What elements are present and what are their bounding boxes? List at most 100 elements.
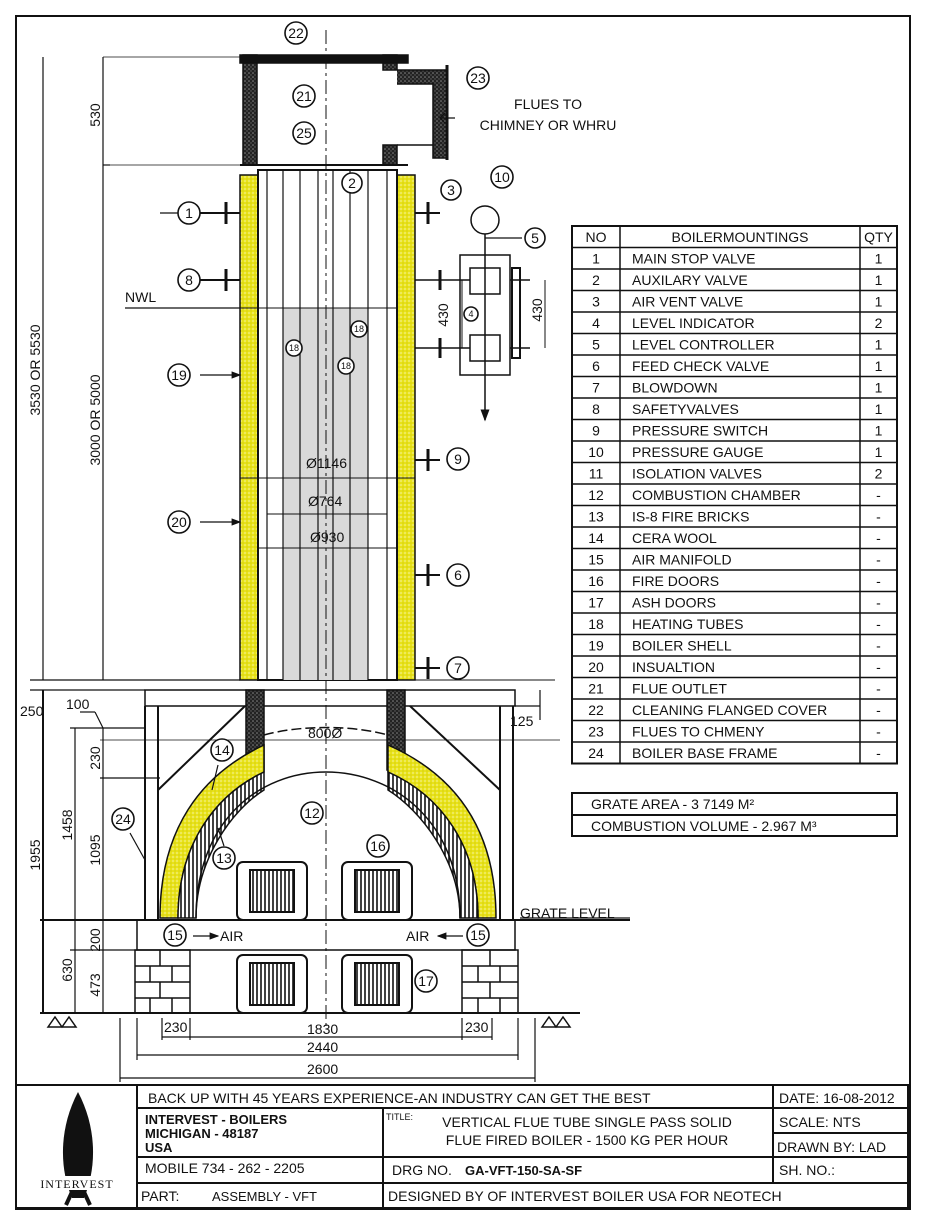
callout-10: 10 <box>490 165 514 189</box>
callout-8: 8 <box>177 268 201 292</box>
logo-text: INTERVEST <box>40 1177 113 1191</box>
row-number: 3 <box>592 294 600 310</box>
dimension-dim-230-top: 230 <box>87 746 103 770</box>
fire-door-left <box>236 861 308 921</box>
callout-18: 18 <box>285 339 303 357</box>
row-description: ISOLATION VALVES <box>632 466 762 482</box>
row-description: AUXILARY VALVE <box>632 272 748 288</box>
row-number: 17 <box>588 595 604 611</box>
callout-number: 15 <box>167 927 183 943</box>
callout-circle <box>163 923 187 947</box>
row-number: 6 <box>592 358 600 374</box>
callout-number: 7 <box>454 660 462 676</box>
title-block: INTERVEST <box>15 1084 909 1209</box>
row-qty: - <box>876 487 881 503</box>
callout-23: 23 <box>466 66 490 90</box>
callout-4: 4 <box>463 306 479 322</box>
row-description: CLEANING FLANGED COVER <box>632 702 827 718</box>
row-number: 4 <box>592 315 600 331</box>
callout-24: 24 <box>111 807 135 831</box>
fire-door-right <box>341 861 413 921</box>
row-qty: 1 <box>875 337 883 353</box>
row-description: PRESSURE SWITCH <box>632 423 768 439</box>
row-description: SAFETYVALVES <box>632 401 739 417</box>
row-qty: 2 <box>875 315 883 331</box>
valves-left <box>200 202 240 291</box>
row-description: BOILER SHELL <box>632 638 732 654</box>
callout-circle <box>350 320 368 338</box>
row-description: LEVEL INDICATOR <box>632 315 755 331</box>
dimension-bottom-230-left: 230 <box>164 1019 188 1035</box>
callout-number: 1 <box>185 205 193 221</box>
row-number: 14 <box>588 530 604 546</box>
dimension-dim-100: 100 <box>66 696 90 712</box>
row-number: 15 <box>588 552 604 568</box>
scale: SCALE: NTS <box>779 1114 861 1130</box>
cleaning-cover <box>239 54 409 64</box>
callout-1: 1 <box>177 201 201 225</box>
fire-bricks-right <box>387 770 479 919</box>
valves-right <box>415 202 440 679</box>
dimension-bottom-2440: 2440 <box>307 1039 338 1055</box>
part-label: PART: <box>141 1188 179 1204</box>
callout-number: 13 <box>216 850 232 866</box>
callout-circle <box>285 339 303 357</box>
callout-circle <box>167 510 191 534</box>
callout-circle <box>524 227 546 249</box>
callout-19: 19 <box>167 363 191 387</box>
callout-number: 10 <box>494 169 510 185</box>
callout-5: 5 <box>524 227 546 249</box>
row-number: 24 <box>588 745 604 761</box>
row-number: 11 <box>589 466 604 482</box>
row-description: FEED CHECK VALVE <box>632 358 769 374</box>
row-number: 16 <box>588 573 604 589</box>
dimension-shell-height: 3000 OR 5000 <box>87 374 103 465</box>
callout-number: 25 <box>296 125 312 141</box>
callout-number: 18 <box>289 343 299 353</box>
dimension-dia-shell: Ø930 <box>310 529 344 545</box>
insulation-right <box>396 174 416 681</box>
air-label-left: AIR <box>220 928 243 944</box>
info-box: GRATE AREA - 3 7149 M² COMBUSTION VOLUME… <box>571 792 898 837</box>
callout-circle <box>177 268 201 292</box>
dimension-dia-outer: Ø1146 <box>306 455 347 471</box>
callout-circle <box>446 563 470 587</box>
brick-pier-right <box>461 949 519 1014</box>
header-description: BOILERMOUNTINGS <box>672 229 809 245</box>
callout-circle <box>446 656 470 680</box>
row-description: BOILER BASE FRAME <box>632 745 777 761</box>
callout-16: 16 <box>366 834 390 858</box>
callout-number: 21 <box>296 88 312 104</box>
base-frame-top <box>144 689 516 707</box>
callout-number: 23 <box>470 70 486 86</box>
callout-number: 14 <box>214 742 230 758</box>
row-number: 9 <box>592 423 600 439</box>
row-number: 5 <box>592 337 600 353</box>
row-qty: 1 <box>875 251 883 267</box>
row-description: CERA WOOL <box>632 530 717 546</box>
callout-number: 17 <box>418 973 434 989</box>
intervest-logo: INTERVEST <box>22 1092 132 1206</box>
callout-number: 12 <box>304 805 320 821</box>
callout-number: 19 <box>171 367 187 383</box>
title-label: TITLE: <box>386 1112 413 1122</box>
callout-18: 18 <box>337 357 355 375</box>
row-number: 2 <box>592 272 600 288</box>
dimension-lines <box>30 57 630 1082</box>
dimension-overall-height: 3530 OR 5530 <box>27 324 43 415</box>
